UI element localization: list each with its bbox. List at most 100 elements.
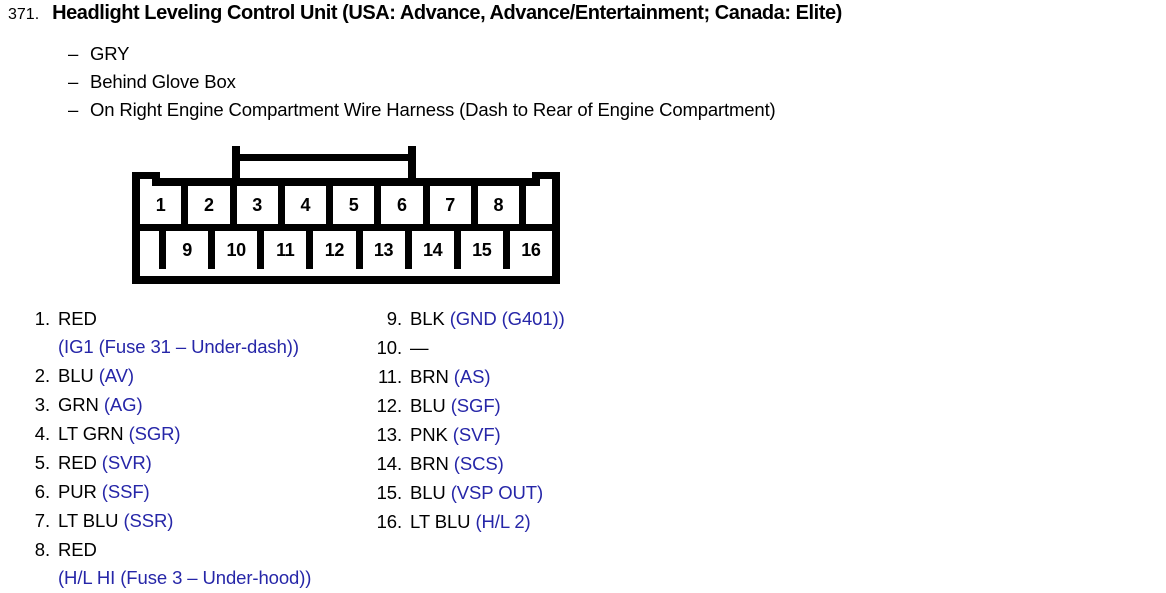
connector-pin-13: 13	[363, 231, 412, 269]
pin-signal-name: (VSP OUT)	[445, 482, 544, 503]
pin-entry-body: BLU (AV)	[58, 362, 356, 390]
latch-post-left	[232, 146, 240, 178]
connector-pin-5: 5	[333, 186, 382, 224]
pin-entry-body: BRN (SCS)	[410, 450, 698, 478]
pin-wire-color: RED	[58, 308, 97, 329]
pin-signal-name: (H/L 2)	[470, 511, 531, 532]
note-text: On Right Engine Compartment Wire Harness…	[90, 99, 776, 120]
pin-signal-name: (SCS)	[448, 453, 504, 474]
note-dash-icon: –	[68, 71, 79, 92]
connector-top-wall	[152, 178, 540, 186]
pin-entry-body: LT GRN (SGR)	[58, 420, 356, 448]
pin-entry-number: 6.	[34, 481, 50, 502]
note-text: GRY	[90, 43, 130, 64]
connector-pin-11: 11	[264, 231, 314, 269]
pin-entry: 1. RED (IG1 (Fuse 31 – Under-dash))	[16, 305, 356, 361]
pin-entry-number: 11.	[377, 366, 402, 387]
pin-entry-body: BLU (VSP OUT)	[410, 479, 698, 507]
connector-pin-9: 9	[166, 231, 216, 269]
pin-entry: 10. —	[368, 334, 698, 362]
connector-pin-6: 6	[381, 186, 430, 224]
pin-signal-name: (AS)	[448, 366, 491, 387]
note-line-location: –Behind Glove Box	[68, 71, 236, 93]
connector-pin-2: 2	[188, 186, 237, 224]
connector-pin-10: 10	[215, 231, 265, 269]
connector-pin-blank-bottom-left	[140, 231, 166, 269]
note-dash-icon: –	[68, 99, 79, 120]
pin-entry: 7.LT BLU (SSR)	[16, 507, 356, 535]
connector-pin-8: 8	[478, 186, 526, 224]
pin-wire-color: PUR	[58, 481, 97, 502]
pin-entry-number: 2.	[34, 365, 50, 386]
pin-signal-name: (AG)	[98, 394, 143, 415]
note-dash-icon: –	[68, 43, 79, 64]
pin-entry-number: 3.	[34, 394, 50, 415]
pin-entry-number: 4.	[34, 423, 50, 444]
pin-entry-number: 9.	[386, 308, 402, 329]
pin-entry-number: 7.	[34, 510, 50, 531]
pin-entry-number: 8.	[34, 539, 50, 560]
latch-post-right	[408, 146, 416, 178]
pin-wire-color: BLU	[410, 395, 446, 416]
pin-wire-color: BLU	[58, 365, 94, 386]
pin-entry-body: —	[410, 334, 698, 362]
connector-notch-right	[532, 172, 560, 179]
connector-pin-row-top: 1 2 3 4 5 6 7 8	[140, 186, 552, 224]
pin-wire-color: —	[410, 337, 429, 358]
pin-entry: 11. BRN (AS)	[368, 363, 698, 391]
pin-wire-color: BLU	[410, 482, 446, 503]
pin-wire-color: GRN	[58, 394, 99, 415]
pin-signal-name: (H/L HI (Fuse 3 – Under-hood))	[58, 567, 312, 588]
pin-entry-body: BRN (AS)	[410, 363, 698, 391]
pin-signal-name: (IG1 (Fuse 31 – Under-dash))	[58, 336, 299, 357]
pin-signal-name: (SVF)	[447, 424, 501, 445]
title-number: 371.	[8, 6, 40, 23]
pin-entry-body: LT BLU (H/L 2)	[410, 508, 698, 536]
connector-pin-row-bottom: 9 10 11 12 13 14 15 16	[140, 231, 552, 269]
pin-wire-color: BRN	[410, 366, 449, 387]
connector-pin-3: 3	[237, 186, 285, 224]
pin-signal-name: (SGF)	[445, 395, 501, 416]
pin-entry-body: RED (H/L HI (Fuse 3 – Under-hood))	[58, 536, 356, 592]
pin-wire-color: RED	[58, 452, 97, 473]
pin-signal-name: (SGR)	[123, 423, 181, 444]
connector-pin-14: 14	[412, 231, 461, 269]
pin-entry-number: 10.	[376, 337, 403, 358]
title-text: Headlight Leveling Control Unit (USA: Ad…	[52, 2, 842, 24]
pin-wire-color: BRN	[410, 453, 449, 474]
connector-pin-1: 1	[140, 186, 189, 224]
pin-entry: 15. BLU (VSP OUT)	[368, 479, 698, 507]
connector-pin-12: 12	[313, 231, 363, 269]
page-title: 371. Headlight Leveling Control Unit (US…	[8, 2, 1166, 25]
pin-entry-number: 14.	[376, 453, 403, 474]
pin-list-left: 1. RED (IG1 (Fuse 31 – Under-dash)) 2. BLU (…	[16, 305, 356, 593]
connector-pin-7: 7	[430, 186, 478, 224]
connector-diagram: 1 2 3 4 5 6 7 8 9 10 11 12 13 14 15 16	[132, 146, 560, 284]
connector-pin-16: 16	[521, 239, 541, 260]
pin-signal-name: (SSR)	[118, 510, 174, 531]
pin-entry: 16.LT BLU (H/L 2)	[368, 508, 698, 536]
pin-entry: 14. BRN (SCS)	[368, 450, 698, 478]
pin-entry-number: 1.	[34, 308, 50, 329]
pin-entry-body: RED (SVR)	[58, 449, 356, 477]
pin-signal-name: (SSF)	[96, 481, 150, 502]
connector-pin-15: 15	[461, 231, 510, 269]
pin-entry-body: BLU (SGF)	[410, 392, 698, 420]
pin-entry: 4. LT GRN (SGR)	[16, 420, 356, 448]
pin-entry: 12.BLU (SGF)	[368, 392, 698, 420]
pin-wire-color: RED	[58, 539, 97, 560]
pin-list-right: 9.BLK (GND (G401))10.—11.BRN (AS)12.BLU …	[368, 305, 698, 537]
pin-entry: 3. GRN (AG)	[16, 391, 356, 419]
latch-bar	[232, 154, 416, 161]
connector-bottom-wall	[132, 276, 560, 284]
pin-wire-color: LT GRN	[58, 423, 124, 444]
note-line-harness: –On Right Engine Compartment Wire Harnes…	[68, 99, 776, 121]
pin-wire-color: LT BLU	[410, 511, 471, 532]
pin-entry-number: 15.	[376, 482, 403, 503]
pin-entry: 2. BLU (AV)	[16, 362, 356, 390]
pin-entry-number: 13.	[376, 424, 403, 445]
connector-pin-4: 4	[285, 186, 333, 224]
pin-entry-number: 5.	[34, 452, 50, 473]
pin-entry-body: GRN (AG)	[58, 391, 356, 419]
pin-wire-color: PNK	[410, 424, 448, 445]
